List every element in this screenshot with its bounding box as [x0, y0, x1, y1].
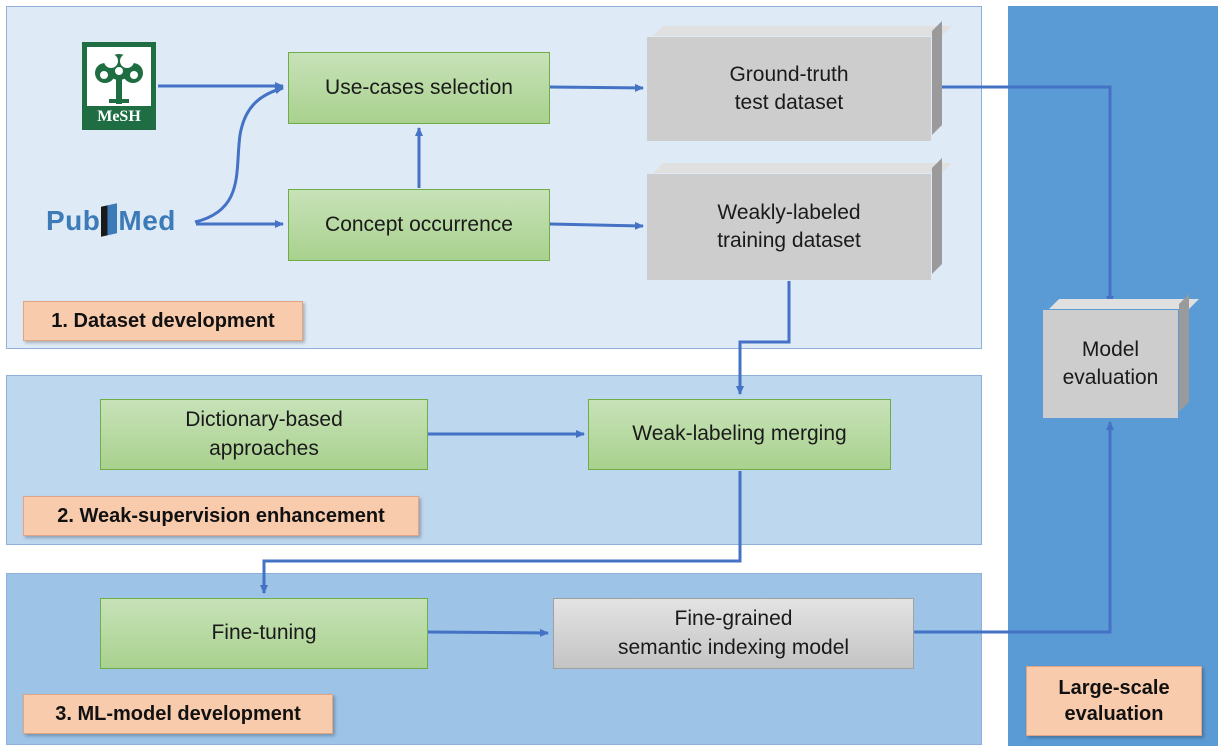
model-evaluation-box: Model evaluation: [1043, 310, 1178, 418]
concept-occurrence-box: Concept occurrence: [288, 189, 550, 261]
section-label-weak-supervision-text: 2. Weak-supervision enhancement: [57, 505, 385, 527]
pubmed-logo-left: Pub: [46, 205, 101, 236]
fine-tuning-box: Fine-tuning: [100, 598, 428, 669]
concept-occurrence-label: Concept occurrence: [325, 212, 513, 236]
section-label-large-scale: Large-scale evaluation: [1026, 666, 1202, 736]
book-icon: [101, 203, 118, 237]
use-cases-selection-box: Use-cases selection: [288, 52, 550, 124]
tree-icon: [87, 47, 151, 106]
mesh-logo: MeSH: [82, 42, 156, 130]
pubmed-logo-right: Med: [118, 205, 176, 236]
ground-truth-dataset-box: Ground-truth test dataset: [647, 37, 931, 141]
model-evaluation-label: Model evaluation: [1062, 337, 1159, 389]
dictionary-approaches-label: Dictionary-based approaches: [185, 408, 343, 460]
mesh-logo-text: MeSH: [97, 108, 141, 125]
section-label-weak-supervision: 2. Weak-supervision enhancement: [23, 496, 419, 536]
weakly-labeled-dataset-label: Weakly-labeled training dataset: [717, 200, 861, 252]
ground-truth-dataset-label: Ground-truth test dataset: [729, 62, 849, 114]
fine-grained-model-label: Fine-grained semantic indexing model: [617, 607, 850, 659]
weakly-labeled-dataset-box: Weakly-labeled training dataset: [647, 174, 931, 280]
weak-labeling-merging-box: Weak-labeling merging: [588, 399, 891, 470]
dictionary-approaches-box: Dictionary-based approaches: [100, 399, 428, 470]
pubmed-logo: Pub Med: [46, 203, 196, 249]
section-label-dataset-development: 1. Dataset development: [23, 301, 303, 341]
section-label-large-scale-text: Large-scale evaluation: [1058, 677, 1170, 725]
weak-labeling-merging-label: Weak-labeling merging: [632, 422, 847, 446]
section-label-ml-model-text: 3. ML-model development: [55, 703, 301, 725]
section-label-ml-model: 3. ML-model development: [23, 694, 333, 734]
fine-tuning-label: Fine-tuning: [211, 621, 317, 645]
use-cases-selection-label: Use-cases selection: [325, 75, 513, 99]
fine-grained-model-box: Fine-grained semantic indexing model: [553, 598, 914, 669]
section-label-dataset-development-text: 1. Dataset development: [51, 310, 275, 332]
